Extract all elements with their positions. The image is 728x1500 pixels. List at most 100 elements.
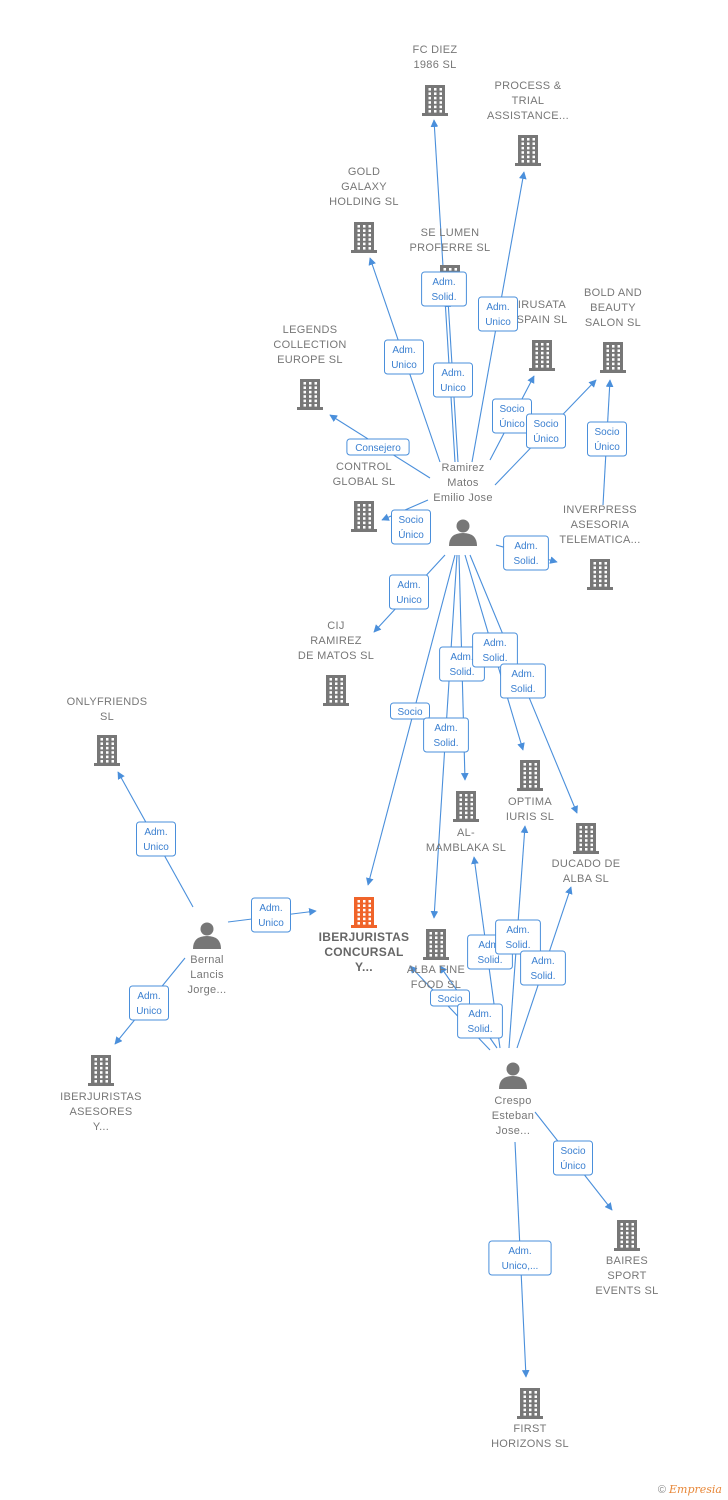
building-icon[interactable] xyxy=(515,135,541,166)
edge-badge-label: Adm. xyxy=(514,541,537,552)
edge-badge[interactable]: Adm.Unico xyxy=(251,897,291,933)
edge-badge-label: Único xyxy=(533,432,559,445)
building-icon[interactable] xyxy=(94,735,120,766)
edge-badge-label: Adm. xyxy=(397,580,420,591)
edge-badge-label: Consejero xyxy=(355,443,401,454)
edge-badge[interactable]: Adm.Unico xyxy=(129,985,169,1021)
edge-badge[interactable]: Consejero xyxy=(346,438,410,456)
node-label: Jorge... xyxy=(187,984,226,996)
edge-badge-label: Socio xyxy=(437,994,462,1005)
edge-badge[interactable]: Adm.Solid. xyxy=(472,632,518,668)
node-label: ASESORIA xyxy=(571,519,630,531)
edge-badge-label: Adm. xyxy=(434,723,457,734)
edge-badge[interactable]: Adm.Unico,... xyxy=(488,1240,552,1276)
node-label: FC DIEZ xyxy=(413,44,458,56)
node-label: BEAUTY xyxy=(590,302,636,314)
edge-badge[interactable]: Socio xyxy=(430,989,470,1007)
building-icon[interactable] xyxy=(453,791,479,822)
edge-badge-label: Adm. xyxy=(259,903,282,914)
edge-badge[interactable]: Adm.Unico xyxy=(384,339,424,375)
node-crespo[interactable]: CrespoEstebanJose... xyxy=(492,1062,534,1138)
building-icon[interactable] xyxy=(587,559,613,590)
node-label: Matos xyxy=(447,477,479,489)
building-icon[interactable] xyxy=(351,501,377,532)
edge-badge-label: Solid. xyxy=(510,684,535,695)
building-icon[interactable] xyxy=(88,1055,114,1086)
node-label: CIJ xyxy=(327,620,344,632)
building-icon[interactable] xyxy=(423,929,449,960)
edge-badge-label: Solid. xyxy=(431,292,456,303)
node-fcdiez[interactable]: FC DIEZ 1986 SL xyxy=(413,44,458,116)
building-icon[interactable] xyxy=(517,760,543,791)
brand-logo[interactable]: Empresia xyxy=(669,1483,722,1496)
footer: © Empresia xyxy=(658,1483,722,1496)
node-process[interactable]: PROCESS &TRIALASSISTANCE... xyxy=(487,80,569,166)
edge-badge-label: Adm. xyxy=(483,638,506,649)
building-icon[interactable] xyxy=(517,1388,543,1419)
node-iberasesores[interactable]: IBERJURISTASASESORESY... xyxy=(60,1055,142,1133)
edge-badge-label: Único xyxy=(560,1159,586,1172)
building-icon[interactable] xyxy=(600,342,626,373)
main-company-building-icon[interactable] xyxy=(351,897,377,928)
person-icon[interactable] xyxy=(499,1062,527,1090)
edge-badge-label: Solid. xyxy=(433,738,458,749)
building-icon[interactable] xyxy=(323,675,349,706)
edge-badge-label: Adm. xyxy=(478,940,501,951)
building-icon[interactable] xyxy=(573,823,599,854)
node-label: Esteban xyxy=(492,1110,534,1122)
node-iberconcursal[interactable]: IBERJURISTASCONCURSALY... xyxy=(319,897,410,974)
edge-badge-label: Socio xyxy=(397,707,422,718)
edge-badge[interactable]: Adm.Solid. xyxy=(457,1003,503,1039)
edge-badge[interactable]: Adm.Unico xyxy=(478,296,518,332)
node-inverpress[interactable]: INVERPRESSASESORIATELEMATICA... xyxy=(559,504,640,590)
edge-badge[interactable]: Adm.Unico xyxy=(389,574,429,610)
edge-badge[interactable]: Adm.Unico xyxy=(136,821,176,857)
node-plus[interactable]: PLUSCONTROLGLOBAL SL xyxy=(333,446,396,532)
edge-badge-label: Adm. xyxy=(441,368,464,379)
edge-badge[interactable]: Adm.Solid. xyxy=(503,535,549,571)
edge-badge[interactable]: Adm.Solid. xyxy=(421,271,467,307)
edge-badge[interactable]: Adm.Solid. xyxy=(495,919,541,955)
node-almamblaka[interactable]: AL-MAMBLAKA SL xyxy=(426,791,506,854)
building-icon[interactable] xyxy=(614,1220,640,1251)
person-icon[interactable] xyxy=(449,519,477,547)
edge-badge[interactable]: Socio xyxy=(390,702,430,720)
node-label: GALAXY xyxy=(341,181,387,193)
edge-badge[interactable]: Adm.Solid. xyxy=(500,663,546,699)
building-icon[interactable] xyxy=(529,340,555,371)
edge-badge[interactable]: Adm. Solid. xyxy=(423,717,469,753)
node-label: 1986 SL xyxy=(413,59,456,71)
node-bernal[interactable]: BernalLancisJorge... xyxy=(187,922,226,997)
building-icon[interactable] xyxy=(422,85,448,116)
node-label: DUCADO DE xyxy=(552,858,621,870)
building-icon[interactable] xyxy=(351,222,377,253)
node-label: DE MATOS SL xyxy=(298,650,374,662)
person-icon[interactable] xyxy=(193,922,221,950)
edge-ramirez-iberconcursal xyxy=(366,554,456,886)
edge-badge-label: Unico xyxy=(143,842,169,853)
node-label: SPORT xyxy=(607,1270,646,1282)
edge-badge[interactable]: Adm.Solid. xyxy=(520,950,566,986)
building-icon[interactable] xyxy=(297,379,323,410)
edge-badge[interactable]: Adm.Unico xyxy=(433,362,473,398)
node-label: CONTROL xyxy=(336,461,392,473)
edge-badge-label: Unico,... xyxy=(502,1261,539,1272)
